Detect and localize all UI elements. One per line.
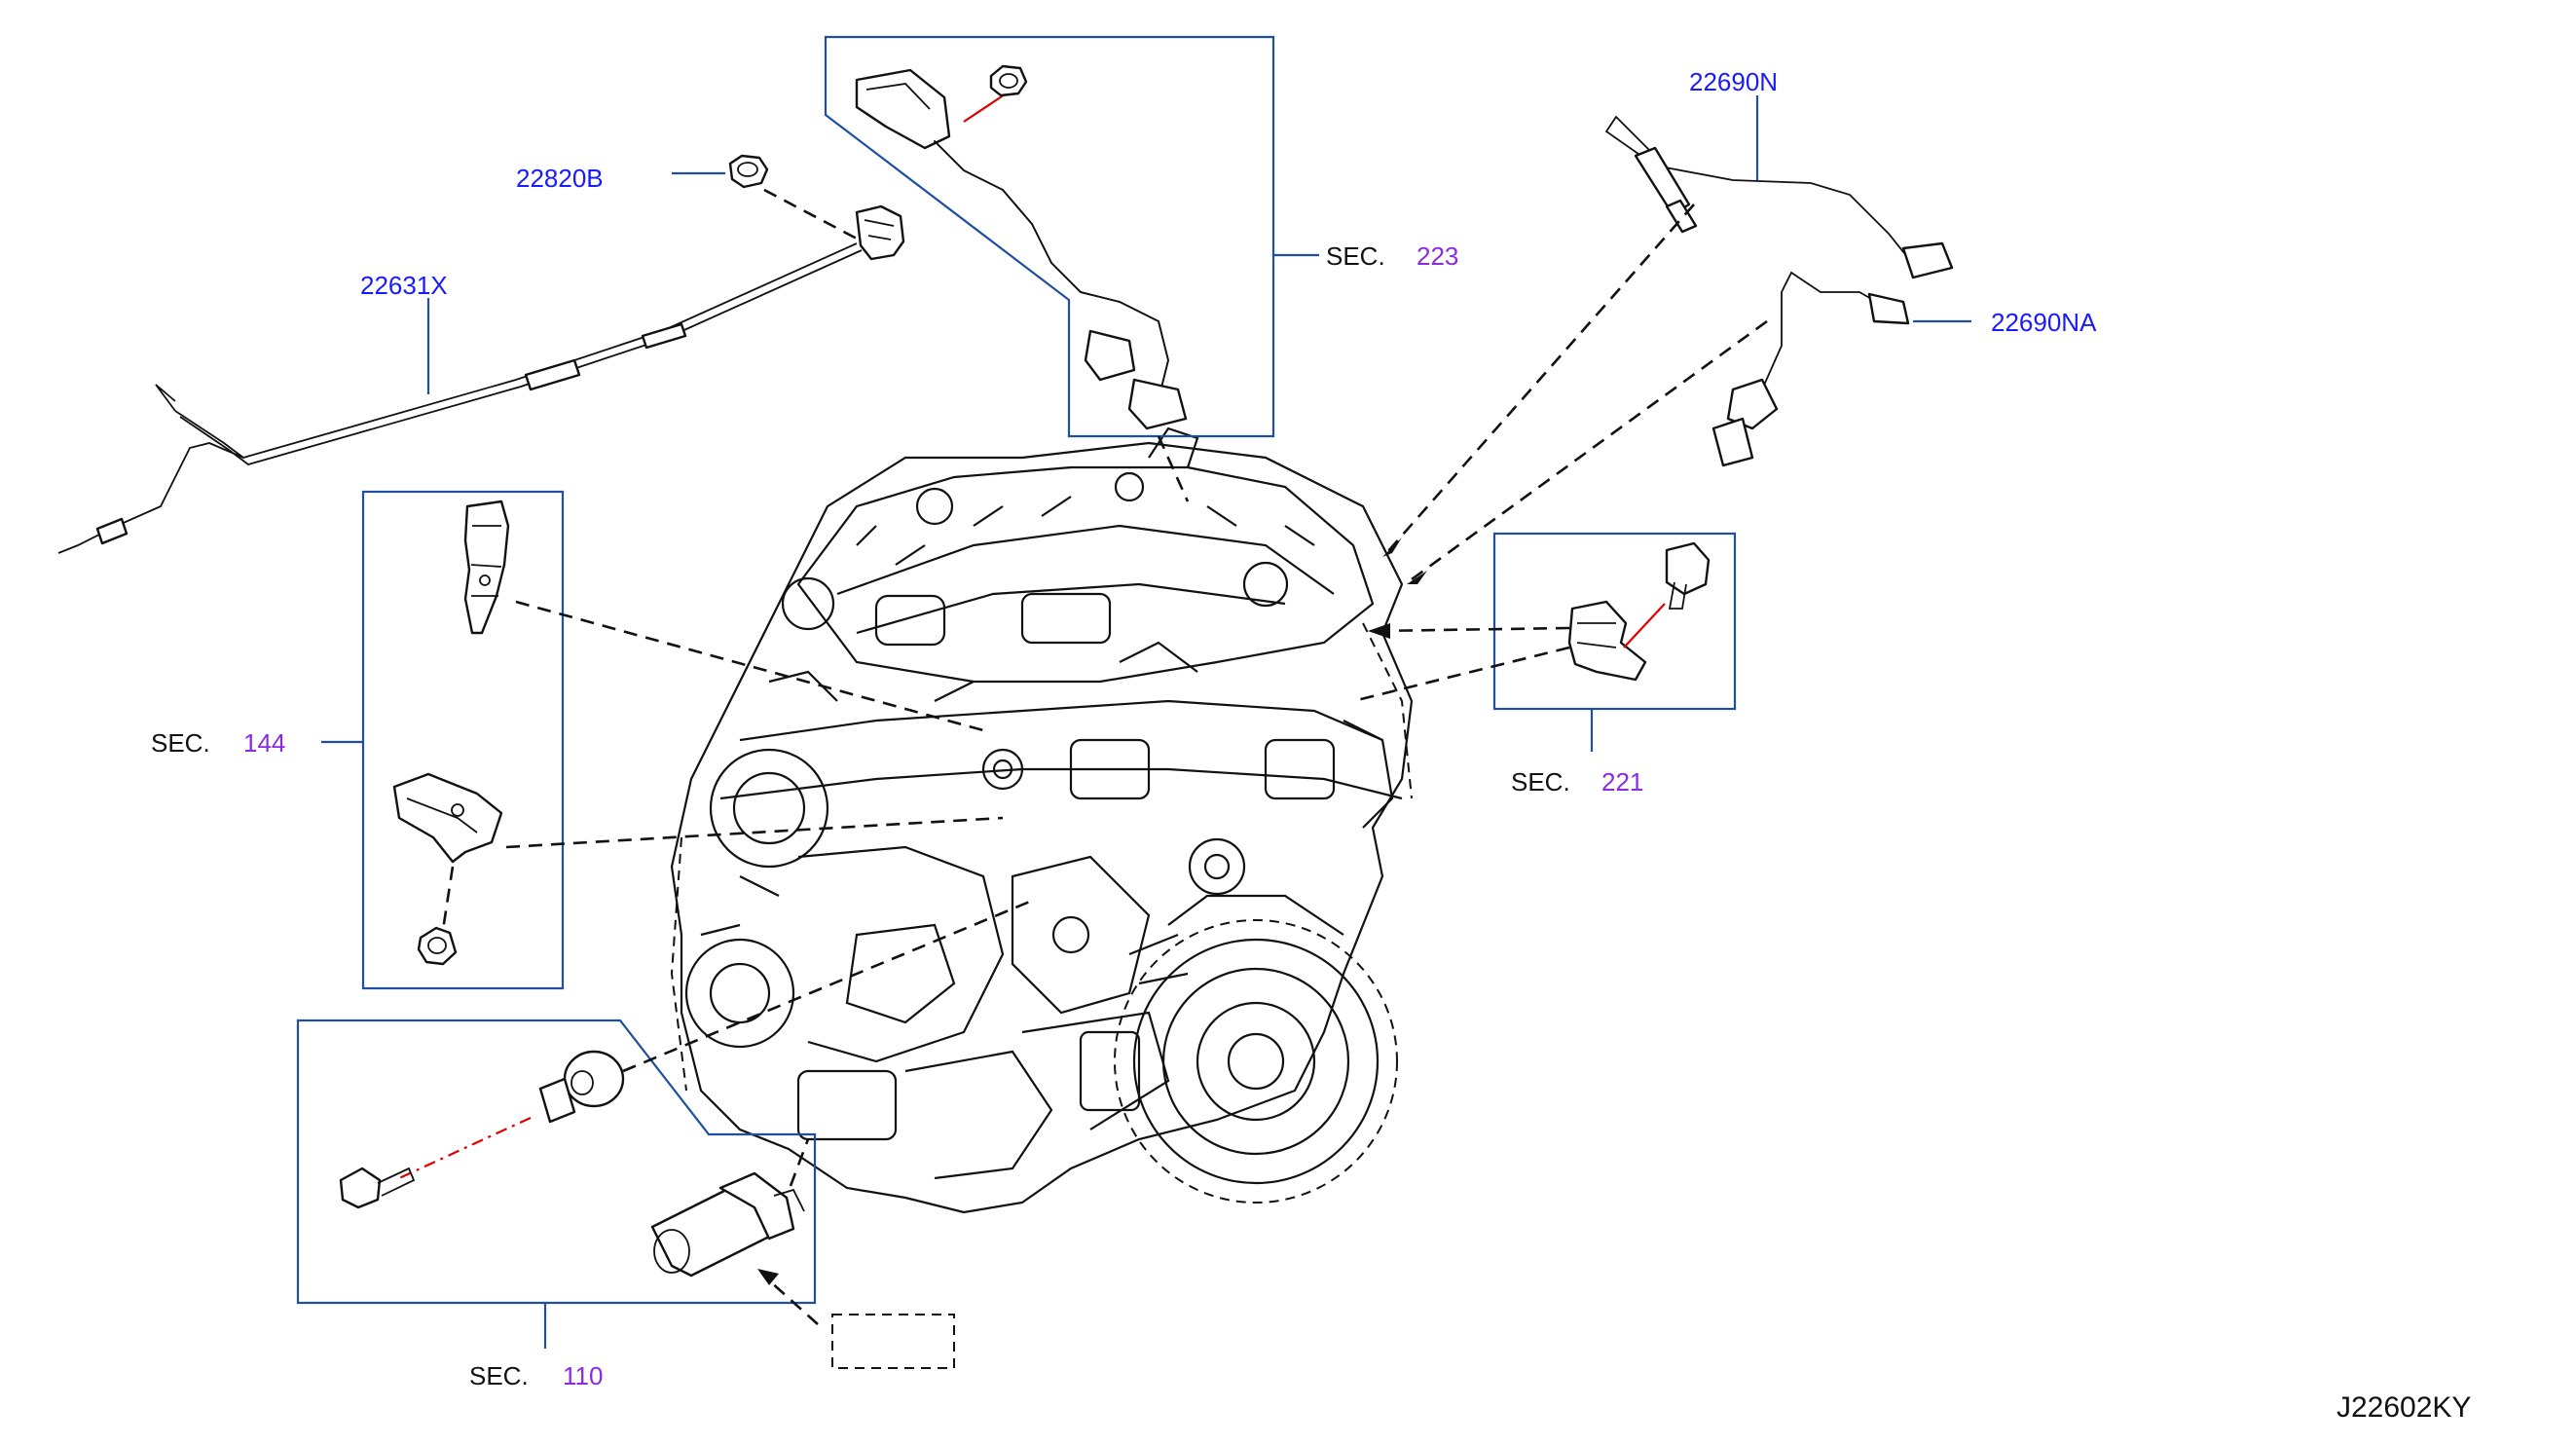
part-number-22820b[interactable]: 22820B (516, 164, 604, 193)
sensor-22631x-cable[interactable] (57, 242, 863, 554)
sensor-22690na[interactable] (1711, 271, 1910, 467)
part-number-22690na[interactable]: 22690NA (1991, 308, 2097, 337)
sensor-22690n-group (1382, 95, 1954, 557)
callout-sec-144 (321, 490, 1004, 990)
part-number-22631x[interactable]: 22631X (360, 271, 448, 300)
bolt-221[interactable] (1665, 541, 1711, 610)
sec-110-prefix: SEC. (469, 1361, 529, 1390)
sec-144-prefix: SEC. (151, 728, 210, 758)
sec-221-number[interactable]: 221 (1601, 767, 1643, 797)
sensor-22820b[interactable] (855, 204, 905, 261)
sensor-144-lower[interactable] (392, 772, 503, 864)
sec-221-prefix: SEC. (1511, 767, 1570, 797)
nut-22820b[interactable] (728, 154, 769, 189)
callout-sec-221 (1352, 532, 1737, 752)
callout-sec-110 (296, 899, 1033, 1369)
nut-144[interactable] (417, 926, 458, 966)
callout-sec-223 (824, 35, 1319, 502)
knock-sensor-110[interactable] (538, 1050, 625, 1124)
sensor-221[interactable] (1567, 600, 1647, 682)
sec-223-number[interactable]: 223 (1417, 241, 1458, 271)
sec-144-number[interactable]: 144 (243, 728, 285, 758)
sec-110-number[interactable]: 110 (563, 1361, 603, 1390)
bolt-110[interactable] (339, 1167, 416, 1209)
sensor-22690n[interactable] (1604, 115, 1954, 279)
sec-223-prefix: SEC. (1326, 241, 1385, 271)
engine-assembly (670, 426, 1414, 1214)
oil-pressure-switch-110[interactable] (650, 1171, 805, 1278)
diagram-id: J22602KY (2337, 1391, 2471, 1424)
nut-223[interactable] (989, 64, 1028, 97)
harness-223[interactable] (855, 68, 1188, 430)
sensor-22690na-group (1407, 271, 1971, 584)
sensor-22631x-group (57, 242, 863, 554)
optional-part-placeholder (831, 1314, 955, 1369)
sensor-144-upper[interactable] (463, 500, 510, 635)
part-number-22690n[interactable]: 22690N (1689, 67, 1778, 96)
sensor-22820b-group (672, 154, 905, 261)
